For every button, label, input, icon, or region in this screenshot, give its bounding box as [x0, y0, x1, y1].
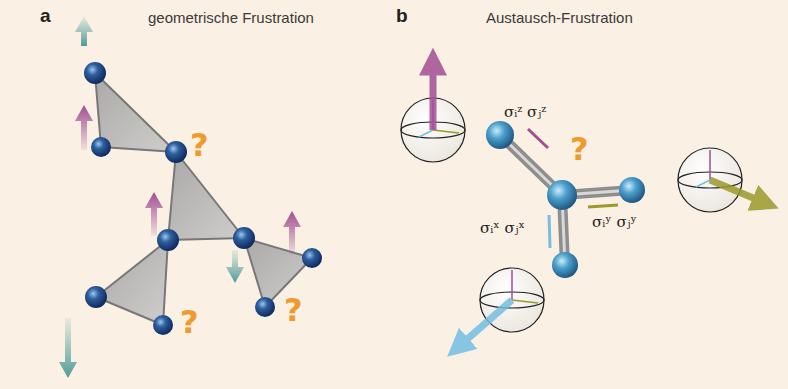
- frustration-mark: ?: [190, 128, 209, 163]
- bonds: [500, 135, 632, 265]
- coupling-term: σᵢˣ σⱼˣ: [480, 220, 525, 237]
- coupling-term: σᵢʸ σⱼʸ: [592, 214, 637, 231]
- panel-letter: b: [396, 6, 408, 27]
- bloch-spheres: [401, 70, 758, 342]
- frustration-mark: ?: [180, 305, 199, 340]
- panel-letter: a: [40, 6, 51, 27]
- panel-title: geometrische Frustration: [148, 10, 314, 27]
- frustration-mark: ?: [570, 132, 589, 167]
- frustration-mark: ?: [284, 293, 303, 328]
- spin-sites: [84, 62, 322, 335]
- panel-title: Austausch-Frustration: [486, 10, 633, 27]
- spin-arrows: [59, 16, 301, 378]
- coupling-term: σᵢᶻ σⱼᶻ: [504, 104, 546, 121]
- site-spheres: [486, 121, 645, 278]
- triangle-lattice: [95, 73, 312, 325]
